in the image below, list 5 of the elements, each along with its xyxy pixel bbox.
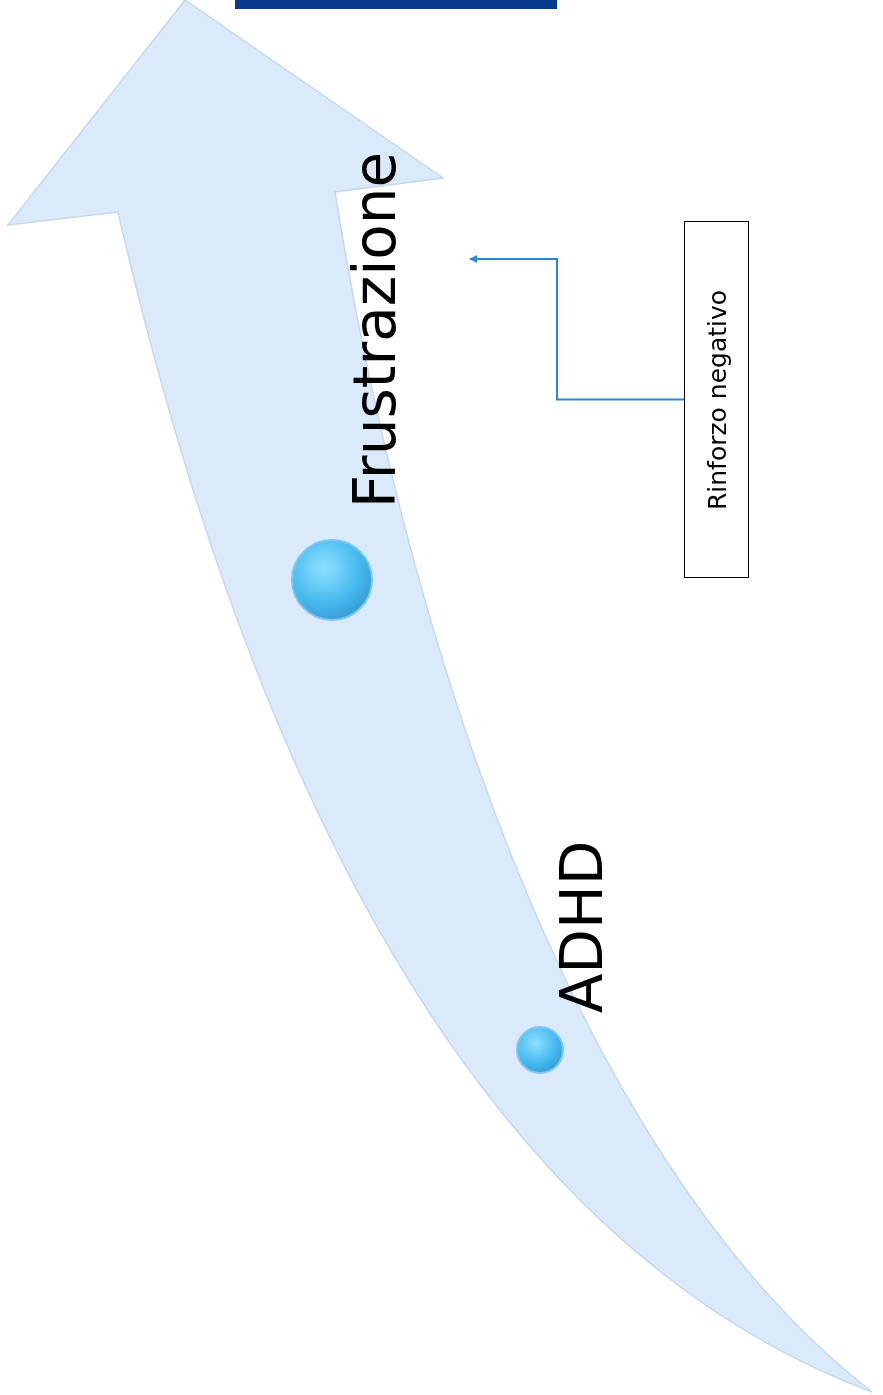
node-text: Rinforzo negativo [702, 289, 732, 510]
arrow [469, 255, 685, 401]
rotated-label: ADHD [548, 840, 616, 1014]
node-text: Frustrazione [341, 151, 409, 509]
text-box [684, 221, 749, 578]
